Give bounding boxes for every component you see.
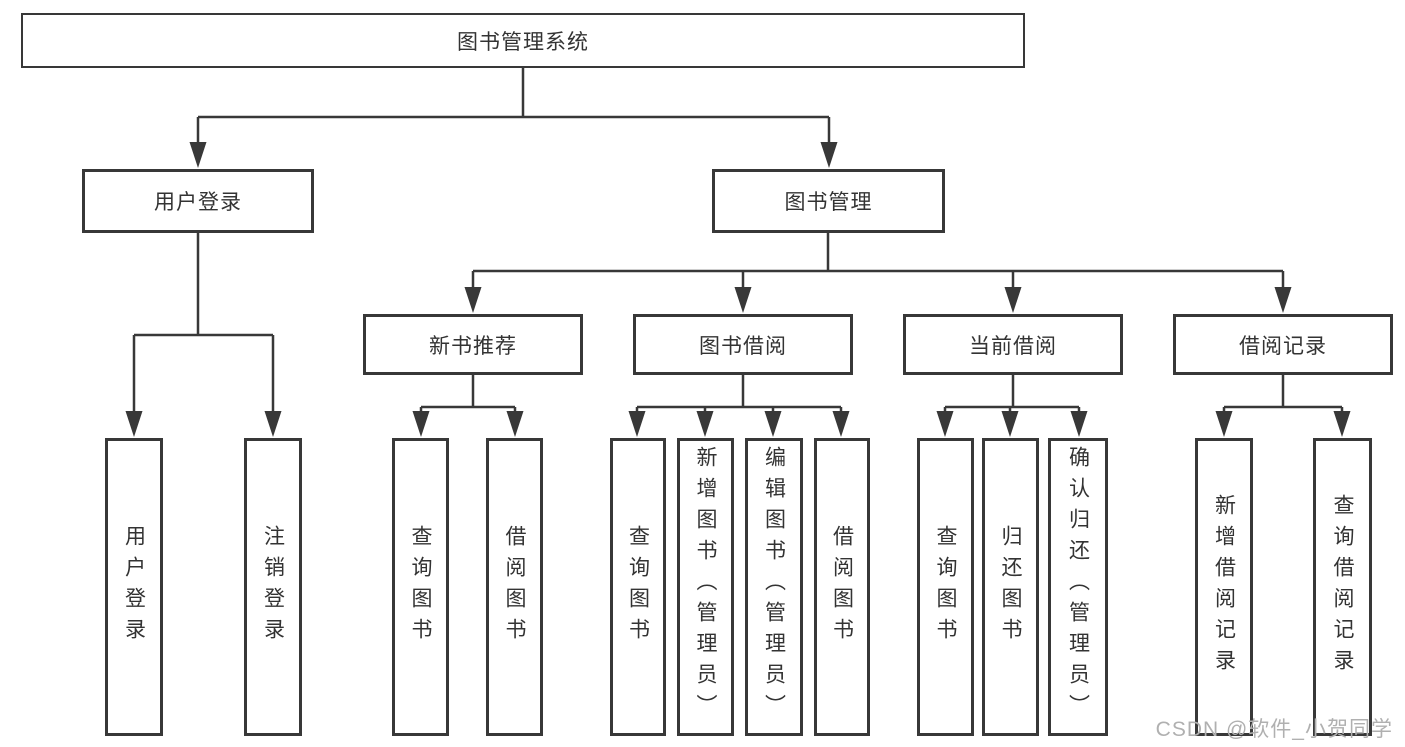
node-label: 新书推荐 [429,334,517,358]
node-label: 查询图书 [626,525,650,649]
node-book-borrowing: 图书借阅 [633,314,853,375]
arrowheads [125,142,1351,437]
leaf-query-books: 查询图书 [917,438,974,736]
node-label: 用户登录 [122,525,146,649]
csdn-watermark: CSDN @软件_小贺同学 [1155,718,1393,741]
leaf-edit-books-admin: 编辑图书（管理员） [745,438,803,736]
node-book-management: 图书管理 [712,169,945,233]
node-library-management-system: 图书管理系统 [21,13,1025,68]
node-label: 归还图书 [999,525,1022,649]
leaf-return-books: 归还图书 [982,438,1039,736]
node-label: 新增图书（管理员） [694,446,717,725]
leaf-logout: 注销登录 [244,438,302,736]
node-label: 借阅记录 [1239,334,1327,358]
leaf-confirm-return-admin: 确认归还（管理员） [1048,438,1108,736]
node-label: 新增借阅记录 [1212,494,1236,680]
node-label: 借阅图书 [830,525,854,649]
leaf-user-login: 用户登录 [105,438,163,736]
node-label: 图书借阅 [699,334,787,358]
node-label: 查询图书 [934,525,957,649]
leaf-borrow-books: 借阅图书 [814,438,870,736]
node-label: 查询借阅记录 [1331,494,1354,680]
leaf-borrow-books: 借阅图书 [486,438,543,736]
leaf-query-books: 查询图书 [610,438,666,736]
node-label: 当前借阅 [969,334,1057,358]
leaf-add-books-admin: 新增图书（管理员） [677,438,734,736]
node-label: 用户登录 [154,191,242,214]
node-user-login: 用户登录 [82,169,314,233]
node-label: 编辑图书（管理员） [762,446,786,725]
node-label: 图书管理系统 [457,30,589,54]
leaf-query-books: 查询图书 [392,438,449,736]
node-borrow-records: 借阅记录 [1173,314,1393,375]
node-label: 借阅图书 [503,525,526,649]
node-label: 确认归还（管理员） [1066,446,1090,725]
node-label: 图书管理 [784,191,873,214]
node-label: 注销登录 [261,525,285,649]
leaf-query-borrow-record: 查询借阅记录 [1313,438,1372,736]
leaf-add-borrow-record: 新增借阅记录 [1195,438,1253,736]
node-current-borrowing: 当前借阅 [903,314,1123,375]
node-new-book-recommend: 新书推荐 [363,314,583,375]
node-label: 查询图书 [409,525,432,649]
